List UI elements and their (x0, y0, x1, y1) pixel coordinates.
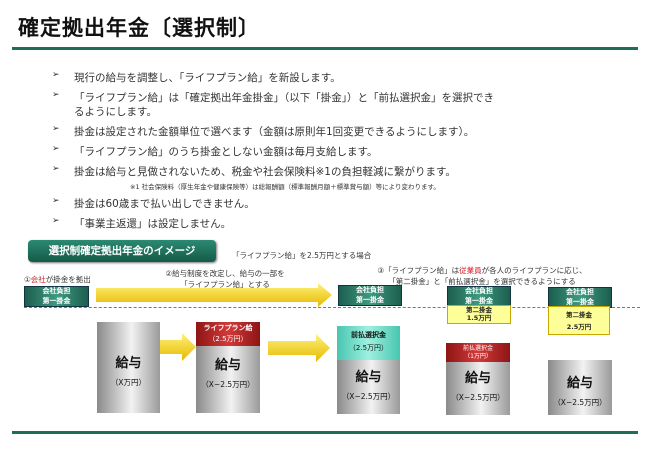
footnote: ※1 社会保険料（厚生年金や健康保険等）は総報酬額（標準報酬月額＋標準賞与額）等… (130, 183, 440, 191)
dashed-baseline (24, 307, 640, 308)
diagram-caption: 「ライフプラン給」を2.5万円とする場合 (232, 251, 372, 260)
prepaid-option-box: 前払選択金（2.5万円） (337, 326, 400, 360)
step2-label: ②給与制度を改定し、給与の一部を「ライフプラン給」とする (165, 269, 285, 289)
arrow-bullet-icon: ➢ (52, 70, 60, 80)
company-first-contribution-box: 会社負担第一掛金 (548, 287, 612, 308)
company-first-contribution-box: 会社負担第一掛金 (447, 286, 511, 307)
arrow-right-icon (160, 333, 196, 361)
arrow-bullet-icon: ➢ (52, 164, 60, 174)
step3-label: ③「ライフプラン給」は従業員が各人のライフプランに応じ、「第二掛金」と「前払選択… (377, 266, 587, 286)
arrow-bullet-icon: ➢ (52, 90, 60, 100)
prepaid-option-box: 前払選択金（1万円） (446, 343, 510, 362)
salary-bar: 給与（X−2.5万円） (446, 362, 510, 415)
arrow-bullet-icon: ➢ (52, 144, 60, 154)
title-divider (12, 47, 638, 50)
lifeplan-pay-box: ライフプラン給（2.5万円） (196, 322, 260, 346)
arrow-bullet-icon: ➢ (52, 124, 60, 134)
company-first-contribution-box: 会社負担第一掛金 (24, 286, 89, 307)
arrow-bullet-icon: ➢ (52, 196, 60, 206)
page-title: 確定拠出年金〔選択制〕 (18, 16, 260, 40)
salary-bar: 給与（X−2.5万円） (548, 360, 612, 415)
company-first-contribution-box: 会社負担第一掛金 (338, 285, 402, 306)
long-arrow-icon (96, 283, 332, 307)
salary-bar: 給与（X−2.5万円） (196, 346, 260, 413)
salary-bar: 給与（X−2.5万円） (337, 360, 400, 414)
step1-label: ①会社が掛金を拠出 (24, 275, 91, 284)
arrow-right-icon (268, 334, 330, 362)
salary-bar: 給与（X万円） (97, 322, 160, 413)
diagram-header: 選択制確定拠出年金のイメージ (28, 240, 216, 262)
footer-divider (12, 431, 638, 434)
arrow-bullet-icon: ➢ (52, 216, 60, 226)
